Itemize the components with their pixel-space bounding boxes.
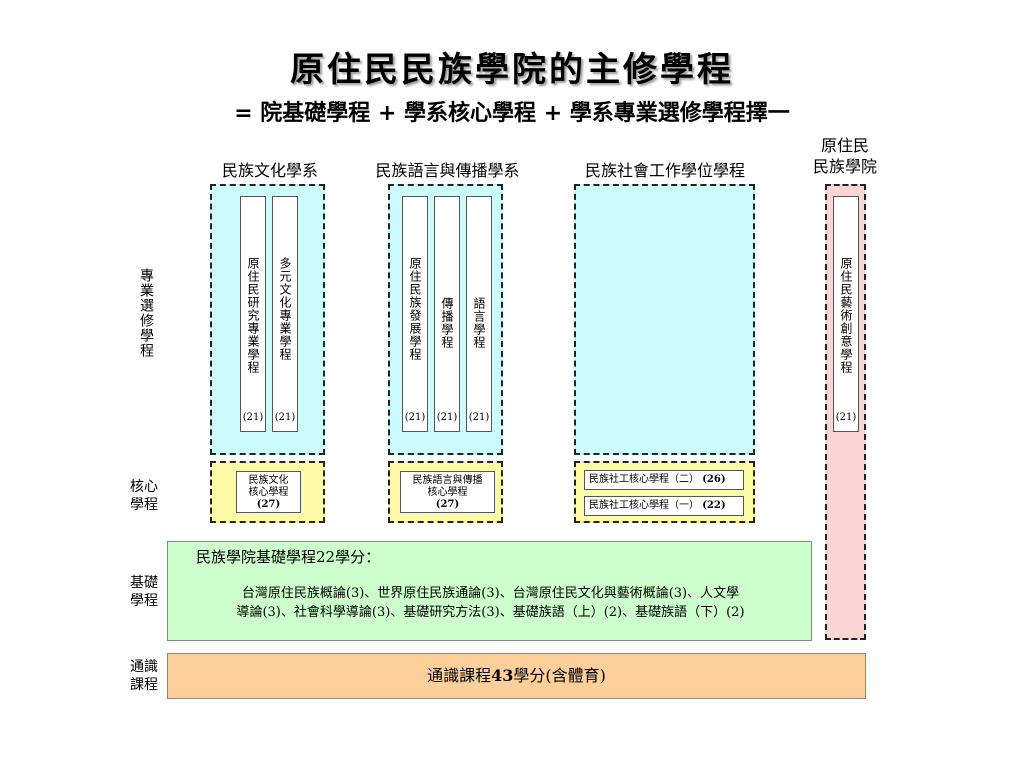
program-name: 原住民藝術創意學程 <box>839 257 853 374</box>
program-name: 語言學程 <box>472 297 486 349</box>
program-credits: (21) <box>835 412 857 423</box>
row-label-foundation: 基礎 學程 <box>130 575 158 609</box>
foundation-courses-line1: 台灣原住民族概論(3)、世界原住民族通論(3)、台灣原住民文化與藝術概論(3)、… <box>241 586 740 601</box>
page-subtitle: = 院基礎學程 + 學系核心學程 + 學系專業選修學程擇一 <box>234 101 790 126</box>
core-name-line1: 民族文化 <box>248 475 289 486</box>
college-header: 原住民 民族學院 <box>812 136 877 176</box>
core-program-social-2: 民族社工核心學程（二） (26) <box>584 470 744 490</box>
program-name: 原住民研究專業學程 <box>246 257 260 374</box>
elective-area-culture: 原住民研究專業學程 (21) 多元文化專業學程 (21) <box>210 184 325 455</box>
dept-culture-header: 民族文化學系 <box>221 161 318 180</box>
elective-area-language: 原住民族發展學程 (21) 傳播學程 (21) 語言學程 (21) <box>388 184 503 455</box>
core-credits: (26) <box>702 474 726 485</box>
program-credits: (21) <box>468 412 490 423</box>
general-prefix: 通識課程 <box>427 666 492 685</box>
row-label-elective: 專業選修學程 <box>138 268 154 358</box>
general-education-box: 通識課程43學分(含體育) <box>167 653 866 699</box>
core-name-line2: 核心學程 <box>248 487 289 498</box>
general-credits: 43 <box>491 666 514 685</box>
core-name: 民族社工核心學程（二） <box>589 474 699 485</box>
program-name: 原住民族發展學程 <box>408 257 422 361</box>
program-indigenous-art: 原住民藝術創意學程 (21) <box>833 196 859 432</box>
elective-area-social <box>574 184 755 455</box>
core-credits: (27) <box>435 499 460 510</box>
dept-social-header: 民族社會工作學位學程 <box>584 161 745 180</box>
core-program-culture: 民族文化 核心學程 (27) <box>236 471 301 513</box>
program-credits: (21) <box>404 412 426 423</box>
program-indigenous-research: 原住民研究專業學程 (21) <box>240 196 266 432</box>
program-credits: (21) <box>436 412 458 423</box>
row-label-core: 核心 學程 <box>130 479 158 513</box>
core-name: 民族社工核心學程（一） <box>589 500 699 511</box>
page-title: 原住民民族學院的主修學程 <box>290 50 734 90</box>
core-area-culture: 民族文化 核心學程 (27) <box>210 461 325 523</box>
program-language: 語言學程 (21) <box>466 196 492 432</box>
college-column: 原住民藝術創意學程 (21) <box>825 184 866 640</box>
core-name-line1: 民族語言與傳播 <box>412 475 483 486</box>
dept-language-header: 民族語言與傳播學系 <box>375 161 520 180</box>
program-credits: (21) <box>274 412 296 423</box>
core-credits: (27) <box>256 499 281 510</box>
core-credits: (22) <box>702 500 726 511</box>
foundation-courses-line2: 導論(3)、社會科學導論(3)、基礎研究方法(3)、基礎族語（上）(2)、基礎族… <box>236 605 745 620</box>
foundation-courses: 台灣原住民族概論(3)、世界原住民族通論(3)、台灣原住民文化與藝術概論(3)、… <box>168 584 813 622</box>
program-name: 傳播學程 <box>440 297 454 349</box>
core-area-language: 民族語言與傳播 核心學程 (27) <box>388 461 503 523</box>
core-program-language: 民族語言與傳播 核心學程 (27) <box>400 471 495 513</box>
foundation-box: 民族學院基礎學程22學分： 台灣原住民族概論(3)、世界原住民族通論(3)、台灣… <box>167 541 812 641</box>
program-name: 多元文化專業學程 <box>278 257 292 361</box>
row-label-general: 通識 課程 <box>130 659 158 693</box>
foundation-heading: 民族學院基礎學程22學分： <box>196 548 381 566</box>
program-indigenous-development: 原住民族發展學程 (21) <box>402 196 428 432</box>
core-name-line2: 核心學程 <box>427 487 468 498</box>
program-credits: (21) <box>242 412 264 423</box>
core-area-social: 民族社工核心學程（二） (26) 民族社工核心學程（一） (22) <box>574 461 755 523</box>
program-communication: 傳播學程 (21) <box>434 196 460 432</box>
program-multicultural: 多元文化專業學程 (21) <box>272 196 298 432</box>
general-suffix: 學分(含體育) <box>513 666 606 685</box>
core-program-social-1: 民族社工核心學程（一） (22) <box>584 496 744 516</box>
